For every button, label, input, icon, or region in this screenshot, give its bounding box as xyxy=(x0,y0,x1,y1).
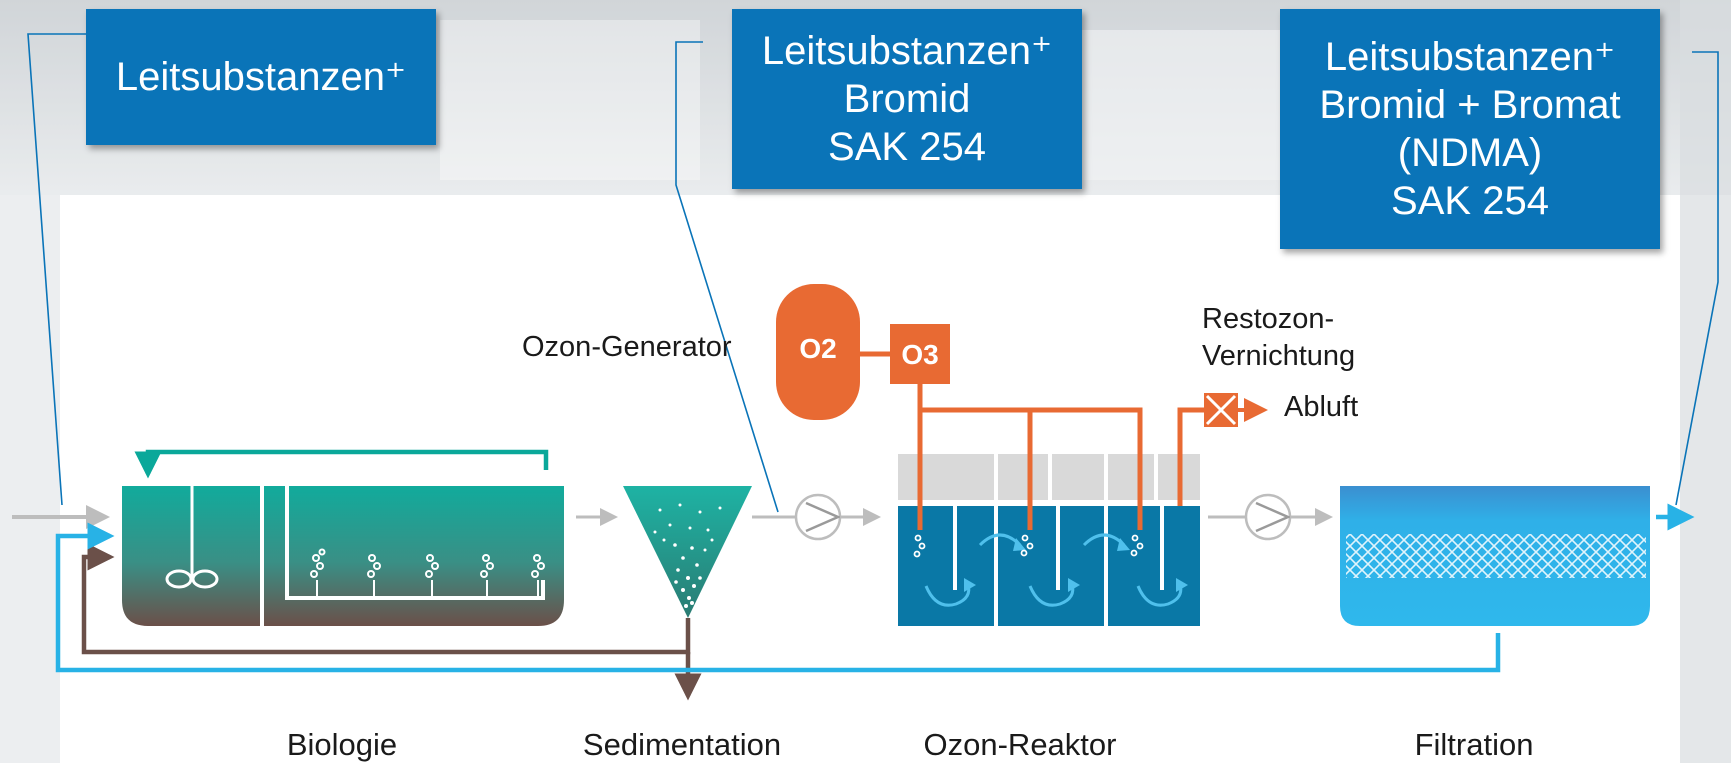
sludge-return xyxy=(81,543,691,655)
o2-tank xyxy=(776,284,860,420)
stirrer-icon xyxy=(165,486,219,589)
label-box-3-line-4: SAK 254 xyxy=(1391,179,1549,223)
ozone-bubbles-icon xyxy=(913,534,1144,558)
leader-line-3 xyxy=(1675,51,1719,506)
o3-label: O3 xyxy=(901,339,938,370)
label-box-2: Leitsubstanzen⁺ Bromid SAK 254 xyxy=(732,9,1082,189)
label-box-3-line-3: (NDMA) xyxy=(1397,131,1543,175)
restozon-label: Restozon- xyxy=(1202,303,1335,335)
abluft-label: Abluft xyxy=(1284,391,1359,423)
label-box-3: Leitsubstanzen⁺ Bromid + Bromat (NDMA) S… xyxy=(1280,9,1660,249)
pump-2-icon xyxy=(1244,493,1292,541)
label-box-1: Leitsubstanzen⁺ xyxy=(86,9,436,145)
o2-label: O2 xyxy=(799,333,836,364)
biology-tank xyxy=(122,486,564,626)
o3-generator xyxy=(890,324,950,384)
label-box-2-line-2: Bromid xyxy=(843,77,971,121)
stage-biologie: Biologie xyxy=(286,727,398,762)
label-box-1-line: Leitsubstanzen⁺ xyxy=(115,55,407,99)
backwash-return xyxy=(55,522,1501,673)
label-box-3-line-1: Leitsubstanzen⁺ xyxy=(1324,35,1616,79)
label-box-2-line-1: Leitsubstanzen⁺ xyxy=(761,29,1053,73)
stage-sedimentation: Sedimentation xyxy=(582,727,782,762)
leader-line-1 xyxy=(27,33,86,506)
aerator-bubbles-icon xyxy=(310,548,545,598)
label-box-3-line-2: Bromid + Bromat xyxy=(1319,83,1621,127)
filter-media xyxy=(1346,534,1646,578)
stage-filtration: Filtration xyxy=(1414,727,1534,762)
sedimentation-funnel xyxy=(623,486,752,618)
stage-ozon-reaktor: Ozon-Reaktor xyxy=(923,727,1117,762)
leader-line-2 xyxy=(675,41,779,513)
sediment-particles xyxy=(653,503,722,608)
pump-1-icon xyxy=(794,493,842,541)
return-sludge-loop xyxy=(134,449,549,479)
ozone-reactor xyxy=(898,506,1200,626)
ozon-generator-label: Ozon-Generator xyxy=(522,331,732,363)
vernichtung-label: Vernichtung xyxy=(1202,340,1356,372)
label-box-2-line-3: SAK 254 xyxy=(828,125,986,169)
